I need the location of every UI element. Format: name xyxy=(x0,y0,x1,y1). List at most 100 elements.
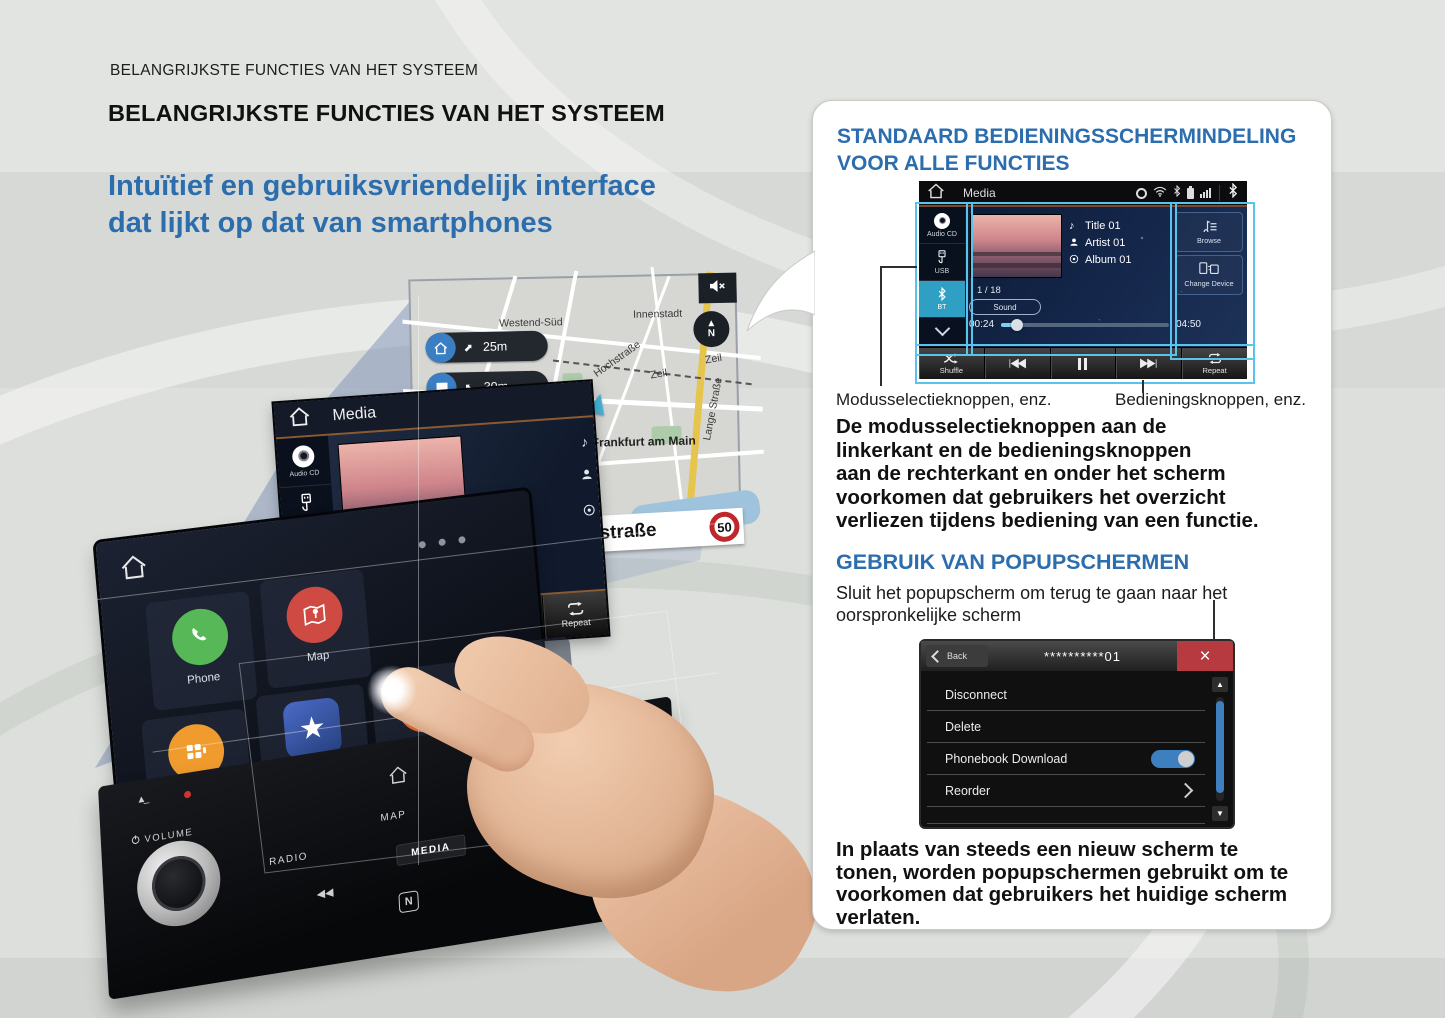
map-area-label: Zeil xyxy=(704,351,723,367)
close-button[interactable]: × xyxy=(1177,641,1233,671)
usb-icon xyxy=(936,249,948,267)
previous-button[interactable] xyxy=(985,348,1051,379)
toggle-knob xyxy=(1178,750,1194,767)
map-area-label: Frankfurt am Main xyxy=(591,433,696,450)
popup-item-phonebook[interactable]: Phonebook Download xyxy=(927,743,1205,775)
source-audio-cd[interactable]: Audio CD xyxy=(276,435,332,488)
app-tile-phone[interactable]: Phone xyxy=(145,590,258,712)
rail-collapse-button[interactable] xyxy=(919,318,965,342)
nfc-icon: N xyxy=(398,890,420,914)
volume-knob[interactable] xyxy=(135,834,223,933)
app-tile-map[interactable]: Map xyxy=(259,568,373,689)
pause-button[interactable] xyxy=(1051,348,1117,379)
callout-line xyxy=(880,266,882,386)
popup-item-label: Delete xyxy=(945,719,982,734)
source-rail: Audio CD USB BT xyxy=(919,207,965,348)
home-icon[interactable] xyxy=(927,182,945,204)
time-current: 00:24 xyxy=(969,319,995,330)
panel-tail xyxy=(746,250,815,332)
power-icon xyxy=(130,831,141,851)
seek-back-icon[interactable]: ◀◀ xyxy=(316,886,334,902)
media-screen-title: Media xyxy=(331,404,377,425)
scroll-down-button[interactable]: ▼ xyxy=(1212,806,1228,821)
turn-arrow-icon: ⬈ xyxy=(463,341,474,354)
source-label: Audio CD xyxy=(289,469,320,479)
repeat-button[interactable]: Repeat xyxy=(543,591,609,639)
track-artist: Artist 01 xyxy=(1085,236,1126,249)
album-icon xyxy=(1069,251,1085,269)
heading-line: STANDAARD BEDIENINGSSCHERMINDELING xyxy=(837,125,1297,148)
section2-body: In plaats van steeds een nieuw scherm te… xyxy=(836,838,1288,929)
media-header: Media xyxy=(273,381,594,440)
popup-title: **********01 xyxy=(1043,648,1122,664)
source-usb[interactable]: USB xyxy=(919,244,965,281)
close-icon: × xyxy=(1199,645,1211,667)
popup-item-disconnect[interactable]: Disconnect xyxy=(927,679,1205,711)
body-line: verlaten. xyxy=(836,905,921,929)
callout-line xyxy=(880,266,917,268)
popup-screenshot: Back **********01 × Disconnect Delete Ph… xyxy=(919,639,1235,829)
album-art-bridge xyxy=(971,263,1061,269)
progress-track[interactable] xyxy=(1001,318,1169,331)
scrollbar-thumb[interactable] xyxy=(1216,701,1224,793)
battery-icon xyxy=(1187,185,1194,199)
speed-limit-sign: 50 xyxy=(708,510,741,543)
app-tile-apps[interactable]: Apps xyxy=(141,708,254,825)
subtitle-line: dat lijkt op dat van smartphones xyxy=(108,207,553,239)
scroll-up-button[interactable]: ▲ xyxy=(1212,677,1228,692)
repeat-button[interactable]: Repeat xyxy=(1182,348,1247,379)
back-button[interactable]: Back xyxy=(926,645,988,667)
note-icon: ♪ xyxy=(580,433,589,451)
change-device-button[interactable]: Change Device xyxy=(1175,255,1243,295)
progress-knob[interactable] xyxy=(1011,318,1024,331)
mute-button[interactable] xyxy=(698,272,737,304)
popup-header: Back **********01 × xyxy=(921,641,1233,671)
body-line: verliezen tijdens bediening van een func… xyxy=(836,509,1259,532)
volume-label-row: VOLUME xyxy=(130,823,193,851)
compass-label: N xyxy=(707,328,716,340)
phonebook-toggle[interactable] xyxy=(1151,749,1195,768)
body-line: voorkomen dat gebruikers het huidige sch… xyxy=(836,883,1288,906)
compass-badge[interactable]: ▲ N xyxy=(693,310,730,348)
artist-icon xyxy=(1069,234,1085,252)
source-bt-selected[interactable]: BT xyxy=(919,281,965,318)
speaker-mute-icon xyxy=(708,277,726,298)
bluetooth-icon[interactable] xyxy=(1228,182,1238,203)
source-label: USB xyxy=(934,267,950,275)
eject-icon[interactable]: ▲̲ xyxy=(136,793,147,807)
browse-button[interactable]: Browse xyxy=(1175,212,1243,252)
shuffle-button[interactable]: Shuffle xyxy=(919,348,985,379)
popup-item-label: Disconnect xyxy=(945,687,1007,702)
heading-line: VOOR ALLE FUNCTIES xyxy=(837,152,1070,175)
home-icon[interactable] xyxy=(119,553,149,586)
chevron-down-icon xyxy=(934,320,950,337)
chevron-left-icon xyxy=(931,649,944,663)
sound-button[interactable]: Sound xyxy=(969,299,1041,315)
scrollbar-track[interactable] xyxy=(1216,697,1224,801)
body-line: linkerkant en de bedieningsknoppen xyxy=(836,438,1192,462)
source-usb[interactable]: USB xyxy=(279,484,335,537)
cd-icon xyxy=(291,444,316,469)
bluetooth-status-icon xyxy=(1173,184,1181,202)
home-icon[interactable] xyxy=(288,405,312,431)
source-audio-cd[interactable]: Audio CD xyxy=(919,207,965,244)
track-title: Title 01 xyxy=(1085,219,1121,232)
album-art-bridge xyxy=(971,252,1061,257)
popup-item-delete[interactable]: Delete xyxy=(927,711,1205,743)
status-led xyxy=(183,790,192,799)
chevron-right-icon xyxy=(1177,782,1194,799)
popup-item-reorder[interactable]: Reorder xyxy=(927,775,1205,807)
right-rail: Browse Change Device xyxy=(1171,207,1247,348)
page-dots xyxy=(418,535,466,549)
wifi-icon xyxy=(1153,184,1167,202)
map-icon xyxy=(284,583,345,647)
track-info: ♪Title 01 Artist 01 Album 01 xyxy=(1069,217,1131,268)
change-device-icon xyxy=(1199,262,1219,277)
popup-item-label: Reorder xyxy=(945,783,991,798)
body-line: In plaats van steeds een nieuw scherm te xyxy=(836,838,1239,861)
browse-label: Browse xyxy=(1197,235,1221,245)
popup-list: Disconnect Delete Phonebook Download Reo… xyxy=(927,679,1205,824)
album-icon xyxy=(582,503,596,522)
repeat-icon xyxy=(565,601,586,618)
next-button[interactable] xyxy=(1116,348,1183,379)
